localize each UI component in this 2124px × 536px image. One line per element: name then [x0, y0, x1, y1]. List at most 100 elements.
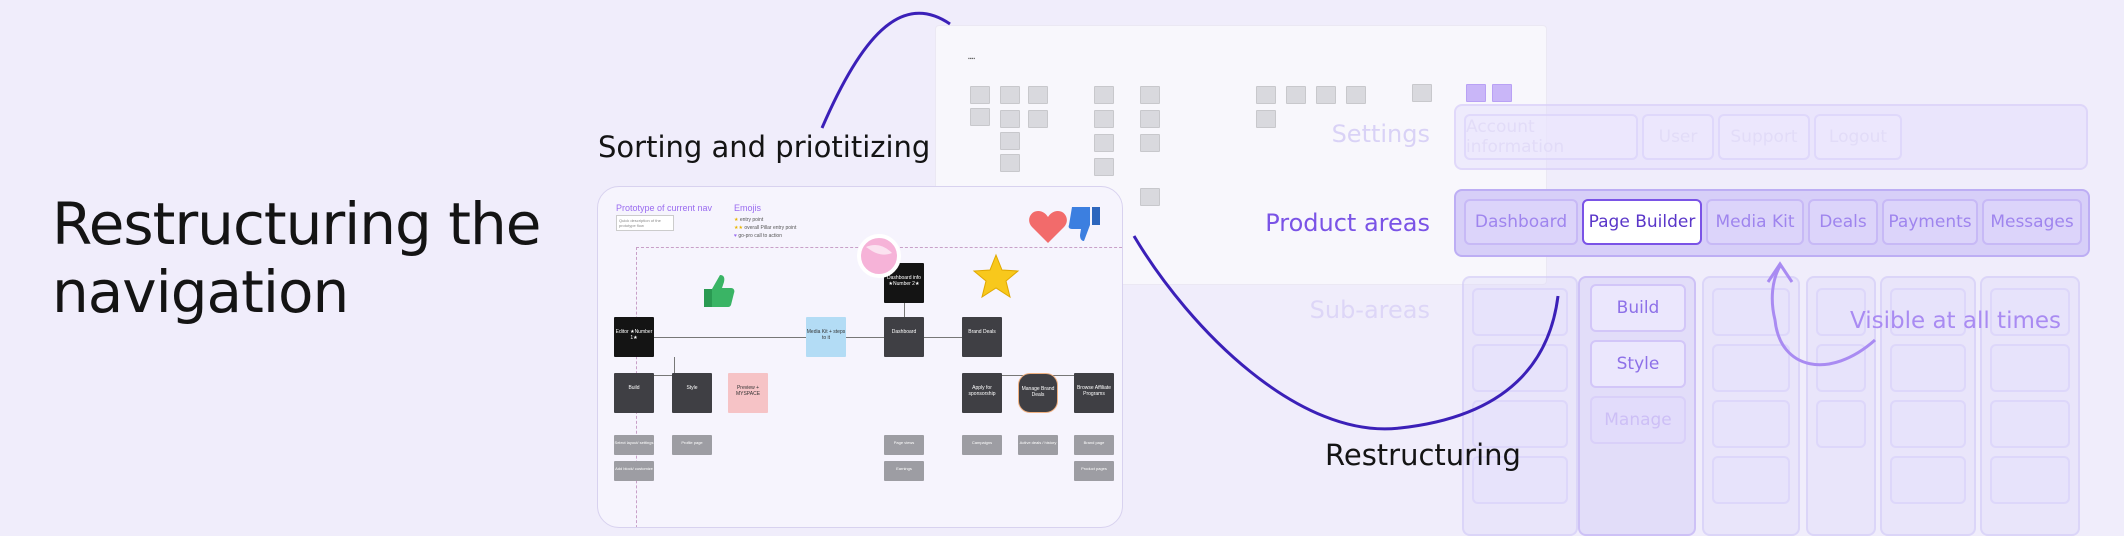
sub-cell: [1816, 288, 1866, 336]
node-apply: Apply for sponsorship: [962, 373, 1002, 413]
sub-cell: [1712, 456, 1790, 504]
emoji-key-item: overall Pillar entry point: [744, 225, 797, 231]
lane-label-settings: Settings: [1331, 120, 1430, 148]
sticker-icon: [857, 234, 901, 278]
arrowhead-icon: [1766, 261, 1794, 283]
sitemap-box: [1140, 110, 1160, 128]
sitemap-box: [970, 108, 990, 126]
sitemap-box: [970, 86, 990, 104]
sub-cell: [1816, 344, 1866, 392]
lane-label-sub-areas: Sub-areas: [1309, 296, 1430, 324]
sub-cell: [1990, 344, 2070, 392]
prototype-title: Prototype of current nav: [616, 203, 713, 213]
leaf-node: Profile page: [672, 435, 712, 455]
nav-item-user[interactable]: User: [1642, 114, 1714, 160]
sub-cell: [1816, 400, 1866, 448]
sub-cell: [1990, 400, 2070, 448]
emoji-key-item: go-pro call to action: [738, 233, 782, 239]
node-browse: Browse Affiliate Programs: [1074, 373, 1114, 413]
emoji-key-item: entry point: [739, 217, 764, 223]
label-restructuring: Restructuring: [1325, 438, 1521, 472]
node-build: Build: [614, 373, 654, 413]
sitemap-box: [1286, 86, 1306, 104]
sub-area-column: [1980, 276, 2080, 536]
sub-area-column-page-builder: Build Style Manage: [1578, 276, 1696, 536]
sitemap-box: [1140, 134, 1160, 152]
sub-cell: [1712, 344, 1790, 392]
product-areas-lane: Dashboard Page Builder Media Kit Deals P…: [1454, 189, 2090, 257]
thumbs-up-icon: [704, 275, 735, 307]
sub-cell: [1890, 456, 1966, 504]
connector: [674, 357, 675, 375]
sub-cell: [1990, 456, 2070, 504]
nav-item-account-information[interactable]: Account information: [1464, 114, 1638, 160]
label-sorting: Sorting and priotitizing: [598, 130, 931, 164]
sitemap-box: [1028, 110, 1048, 128]
heart-dislike-icon: [1029, 207, 1100, 243]
sitemap-box: [1000, 110, 1020, 128]
connector: [622, 375, 708, 376]
sitemap-box: [1316, 86, 1336, 104]
sub-cell: [1712, 400, 1790, 448]
node-manage-deals: Manage Brand Deals: [1018, 373, 1058, 413]
nav-item-payments[interactable]: Payments: [1882, 199, 1978, 245]
sub-item-build[interactable]: Build: [1590, 284, 1686, 332]
leaf-node: Campaigns: [962, 435, 1002, 455]
page-title: Restructuring the navigation: [52, 190, 542, 326]
sub-area-column: [1462, 276, 1578, 536]
nav-item-deals[interactable]: Deals: [1808, 199, 1878, 245]
prototype-board: Prototype of current nav Quick descripti…: [597, 186, 1123, 528]
sub-cell: [1890, 400, 1966, 448]
settings-lane: Account information User Support Logout: [1454, 104, 2088, 170]
sub-cell: [1472, 400, 1568, 448]
sitemap-box: [1256, 86, 1276, 104]
sub-cell: [1472, 344, 1568, 392]
sitemap-box: [1256, 110, 1276, 128]
sitemap-box: [1028, 86, 1048, 104]
sitemap-box-highlight: [1492, 84, 1512, 102]
leaf-node: Add block/ customize: [614, 461, 654, 481]
sitemap-column: ▪▪▪▪: [968, 56, 976, 62]
leaf-node: Product pages: [1074, 461, 1114, 481]
emoji-key-title: Emojis: [734, 203, 762, 213]
nav-item-logout[interactable]: Logout: [1814, 114, 1902, 160]
sitemap-box: [1000, 154, 1020, 172]
leaf-node: Earnings: [884, 461, 924, 481]
sub-area-column: [1702, 276, 1800, 536]
sitemap-box: [1094, 86, 1114, 104]
nav-item-messages[interactable]: Messages: [1982, 199, 2082, 245]
nav-item-page-builder-active[interactable]: Page Builder: [1582, 199, 1702, 245]
nav-item-support[interactable]: Support: [1718, 114, 1810, 160]
nav-item-dashboard[interactable]: Dashboard: [1464, 199, 1578, 245]
node-preview: Preview + MYSPACE: [728, 373, 768, 413]
sub-cell: [1712, 288, 1790, 336]
node-media-kit: Media Kit + steps to it: [806, 317, 846, 357]
star-icon: [972, 253, 1020, 299]
leaf-node: Active deals / history: [1018, 435, 1058, 455]
sub-item-manage[interactable]: Manage: [1590, 396, 1686, 444]
visible-annotation: Visible at all times: [1850, 308, 2061, 334]
leaf-node: Select layout/ settings: [614, 435, 654, 455]
sitemap-box: [1094, 110, 1114, 128]
sitemap-box-highlight: [1466, 84, 1486, 102]
sitemap-box: [1094, 158, 1114, 176]
curve-restructuring: [1132, 235, 1560, 431]
sitemap-box: [1412, 84, 1432, 102]
sitemap-box: [1346, 86, 1366, 104]
leaf-node: Brand page: [1074, 435, 1114, 455]
node-style: Style: [672, 373, 712, 413]
sub-cell: [1890, 288, 1966, 336]
lane-label-product-areas: Product areas: [1265, 209, 1430, 237]
node-editor: Editor ★Number 1★: [614, 317, 654, 357]
sub-cell: [1990, 288, 2070, 336]
prototype-note: Quick description of the prototype flow: [616, 215, 674, 231]
sitemap-box: [1140, 86, 1160, 104]
sitemap-box: [1000, 86, 1020, 104]
sub-cell: [1472, 456, 1568, 504]
nav-item-media-kit[interactable]: Media Kit: [1706, 199, 1804, 245]
sub-area-column: [1880, 276, 1976, 536]
node-dashboard: Dashboard: [884, 317, 924, 357]
sub-item-style[interactable]: Style: [1590, 340, 1686, 388]
leaf-node: Page views: [884, 435, 924, 455]
sitemap-box: [1094, 134, 1114, 152]
